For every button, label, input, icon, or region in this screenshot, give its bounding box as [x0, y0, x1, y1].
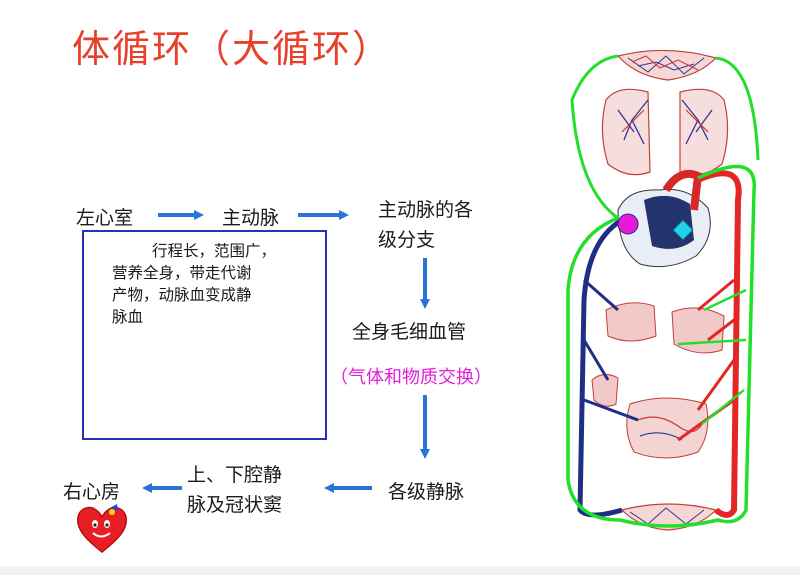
- head-capillary-bed: [616, 49, 718, 81]
- heart-icon: [76, 504, 128, 553]
- note-line: 脉血: [112, 308, 144, 326]
- page-title: 体循环（大循环）: [72, 27, 393, 71]
- bottom-bar: [0, 566, 800, 575]
- node-aorta-branches-line2: 级分支: [378, 229, 436, 251]
- aorta-vessel: [696, 170, 742, 518]
- node-vena-cava-line1: 上、下腔静: [187, 464, 283, 486]
- node-aorta: 主动脉: [222, 207, 280, 229]
- right-atrium-marker: [672, 219, 694, 241]
- node-aorta-branches-line1: 主动脉的各: [378, 199, 474, 221]
- note-line: 营养全身，带走代谢: [112, 264, 252, 282]
- node-left-ventricle: 左心室: [76, 207, 134, 229]
- note-line: 产物，动脉血变成静: [112, 286, 252, 304]
- note-text: 行程长，范围广， 营养全身，带走代谢 产物，动脉血变成静 脉血: [112, 240, 312, 328]
- note-line: 行程长，范围广，: [152, 242, 277, 260]
- left-ventricle-marker: [617, 213, 639, 235]
- node-veins: 各级静脉: [388, 481, 465, 503]
- circulation-illustration: [566, 49, 760, 531]
- node-vena-cava-line2: 脉及冠状窦: [187, 494, 283, 516]
- node-aorta-branches: 主动脉的各 级分支: [378, 195, 473, 255]
- note-box: 行程长，范围广， 营养全身，带走代谢 产物，动脉血变成静 脉血: [82, 230, 327, 440]
- node-vena-cava: 上、下腔静 脉及冠状窦: [187, 460, 282, 520]
- lungs: [601, 88, 729, 176]
- node-right-atrium: 右心房: [63, 481, 121, 503]
- systemic-loop-highlight: [566, 164, 756, 528]
- node-capillaries: 全身毛细血管: [352, 321, 467, 343]
- vena-cava-vessel: [577, 217, 624, 518]
- abdominal-organs: [591, 302, 725, 459]
- exchange-note: （气体和物质交换）: [330, 367, 492, 388]
